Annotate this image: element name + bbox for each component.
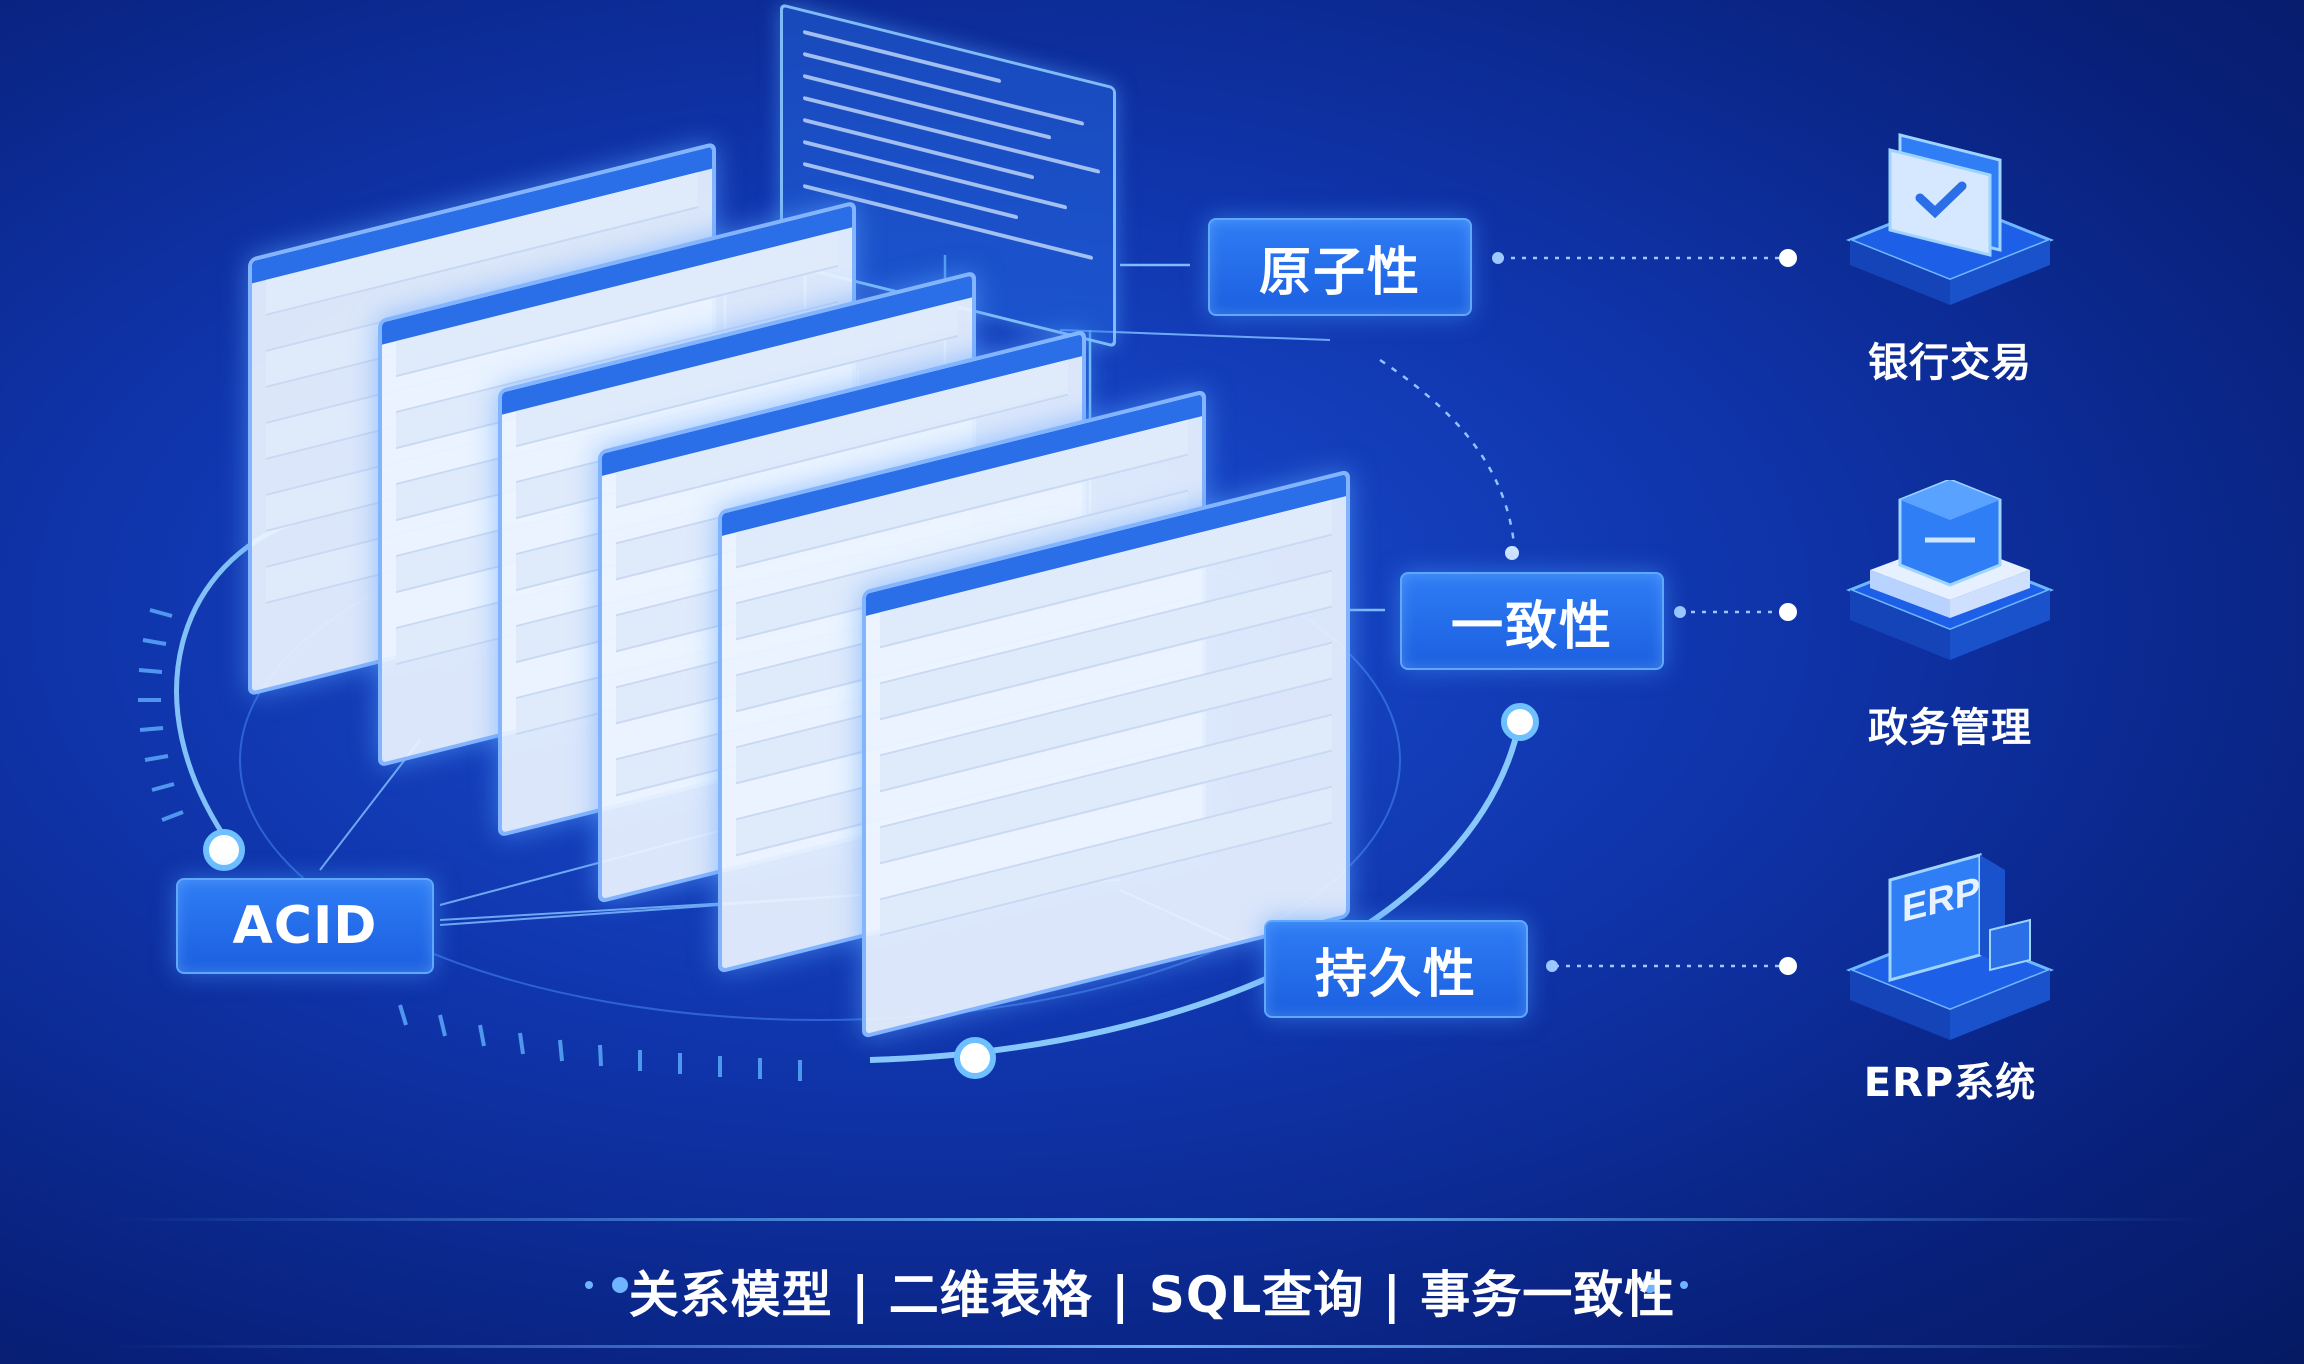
footer-keywords: 关系模型 | 二维表格 | SQL查询 | 事务一致性 xyxy=(628,1266,1676,1324)
server-stack-icon xyxy=(1845,480,2055,660)
acid-label: ACID xyxy=(176,878,434,974)
property-label: 持久性 xyxy=(1314,944,1477,1005)
footer-dot xyxy=(585,1281,593,1289)
footer-divider-top xyxy=(110,1218,2210,1221)
property-label: 一致性 xyxy=(1450,596,1613,657)
property-durability: 持久性 xyxy=(1264,920,1528,1018)
app-label-erp: ERP系统 xyxy=(1863,1060,2037,1106)
app-label-banking: 银行交易 xyxy=(1868,340,2032,386)
property-consistency: 一致性 xyxy=(1400,572,1664,670)
footer-dot xyxy=(1642,1277,1658,1293)
erp-box-icon: ERP xyxy=(1845,853,2055,1040)
app-label-government: 政务管理 xyxy=(1868,705,2032,751)
checkmark-screen-icon xyxy=(1845,133,2055,305)
acid-text: ACID xyxy=(232,896,378,956)
footer-divider-bottom xyxy=(110,1345,2210,1348)
property-atomicity: 原子性 xyxy=(1208,218,1472,316)
footer-dot xyxy=(612,1277,628,1293)
footer-dot xyxy=(1680,1281,1688,1289)
property-label: 原子性 xyxy=(1258,242,1421,303)
